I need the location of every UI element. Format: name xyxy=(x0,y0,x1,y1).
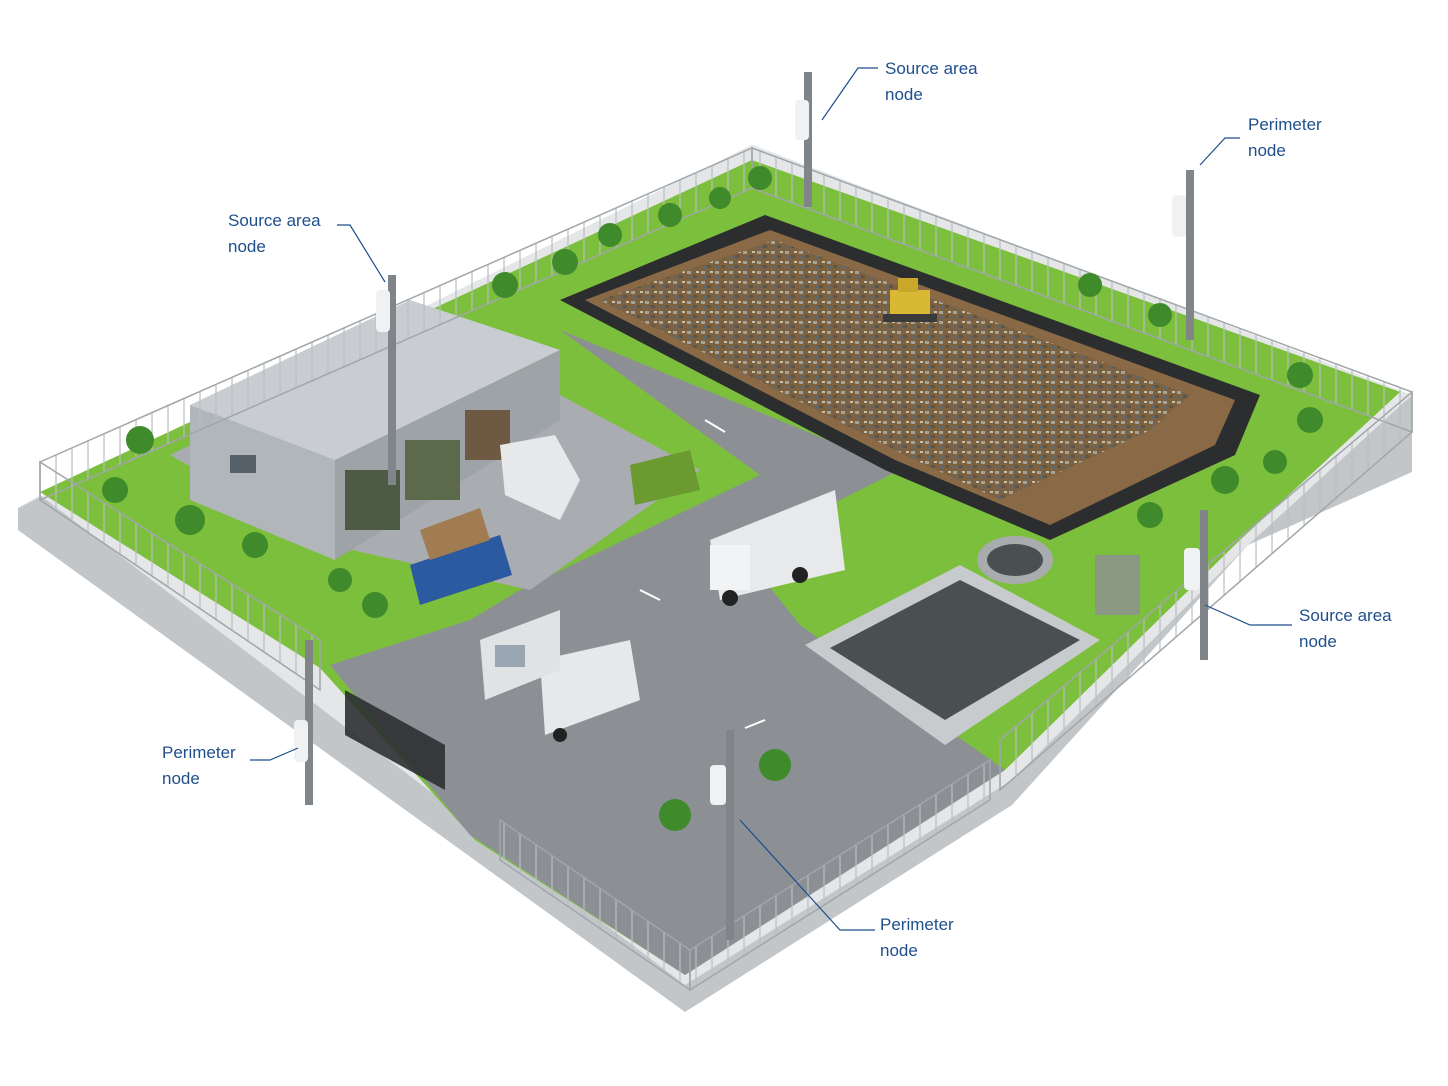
callout-line-1: Source area xyxy=(1299,606,1392,625)
callout-line-2: node xyxy=(162,769,200,788)
landfill-cell xyxy=(560,215,1260,540)
sensor-pole-icon xyxy=(294,72,1208,940)
source-area-node-top-label: Source area node xyxy=(885,56,978,108)
callout-line-1: Source area xyxy=(885,59,978,78)
leachate-pond xyxy=(805,536,1140,745)
callout-line-1: Perimeter xyxy=(1248,115,1322,134)
sensor-node-bottom xyxy=(710,730,734,940)
perimeter-node-left-label: Perimeter node xyxy=(162,740,236,792)
callout-line-1: Perimeter xyxy=(162,743,236,762)
truck-icon xyxy=(500,435,845,742)
source-area-node-right-label: Source area node xyxy=(1299,603,1392,655)
callout-line-2: node xyxy=(880,941,918,960)
callout-line-2: node xyxy=(1299,632,1337,651)
bulldozer-icon xyxy=(883,278,937,322)
sensor-node-left xyxy=(376,275,396,485)
perimeter-node-top-right-label: Perimeter node xyxy=(1248,112,1322,164)
callout-leaders xyxy=(250,67,1292,931)
sensor-node-top-right xyxy=(1172,170,1194,340)
container-group xyxy=(410,450,700,605)
callout-line-2: node xyxy=(228,237,266,256)
warehouse-icon xyxy=(190,300,560,560)
perimeter-node-bottom-label: Perimeter node xyxy=(880,912,954,964)
sensor-node-top xyxy=(795,72,812,207)
callout-line-1: Source area xyxy=(228,211,321,230)
tree-icon xyxy=(102,166,1323,831)
sensor-node-right xyxy=(1184,510,1208,660)
sensor-node-lower-left xyxy=(294,640,313,805)
callout-line-2: node xyxy=(1248,141,1286,160)
callout-line-1: Perimeter xyxy=(880,915,954,934)
gatehouse xyxy=(480,610,560,700)
source-area-node-left-label: Source area node xyxy=(228,208,321,260)
entrance-gate xyxy=(345,690,445,790)
callout-line-2: node xyxy=(885,85,923,104)
